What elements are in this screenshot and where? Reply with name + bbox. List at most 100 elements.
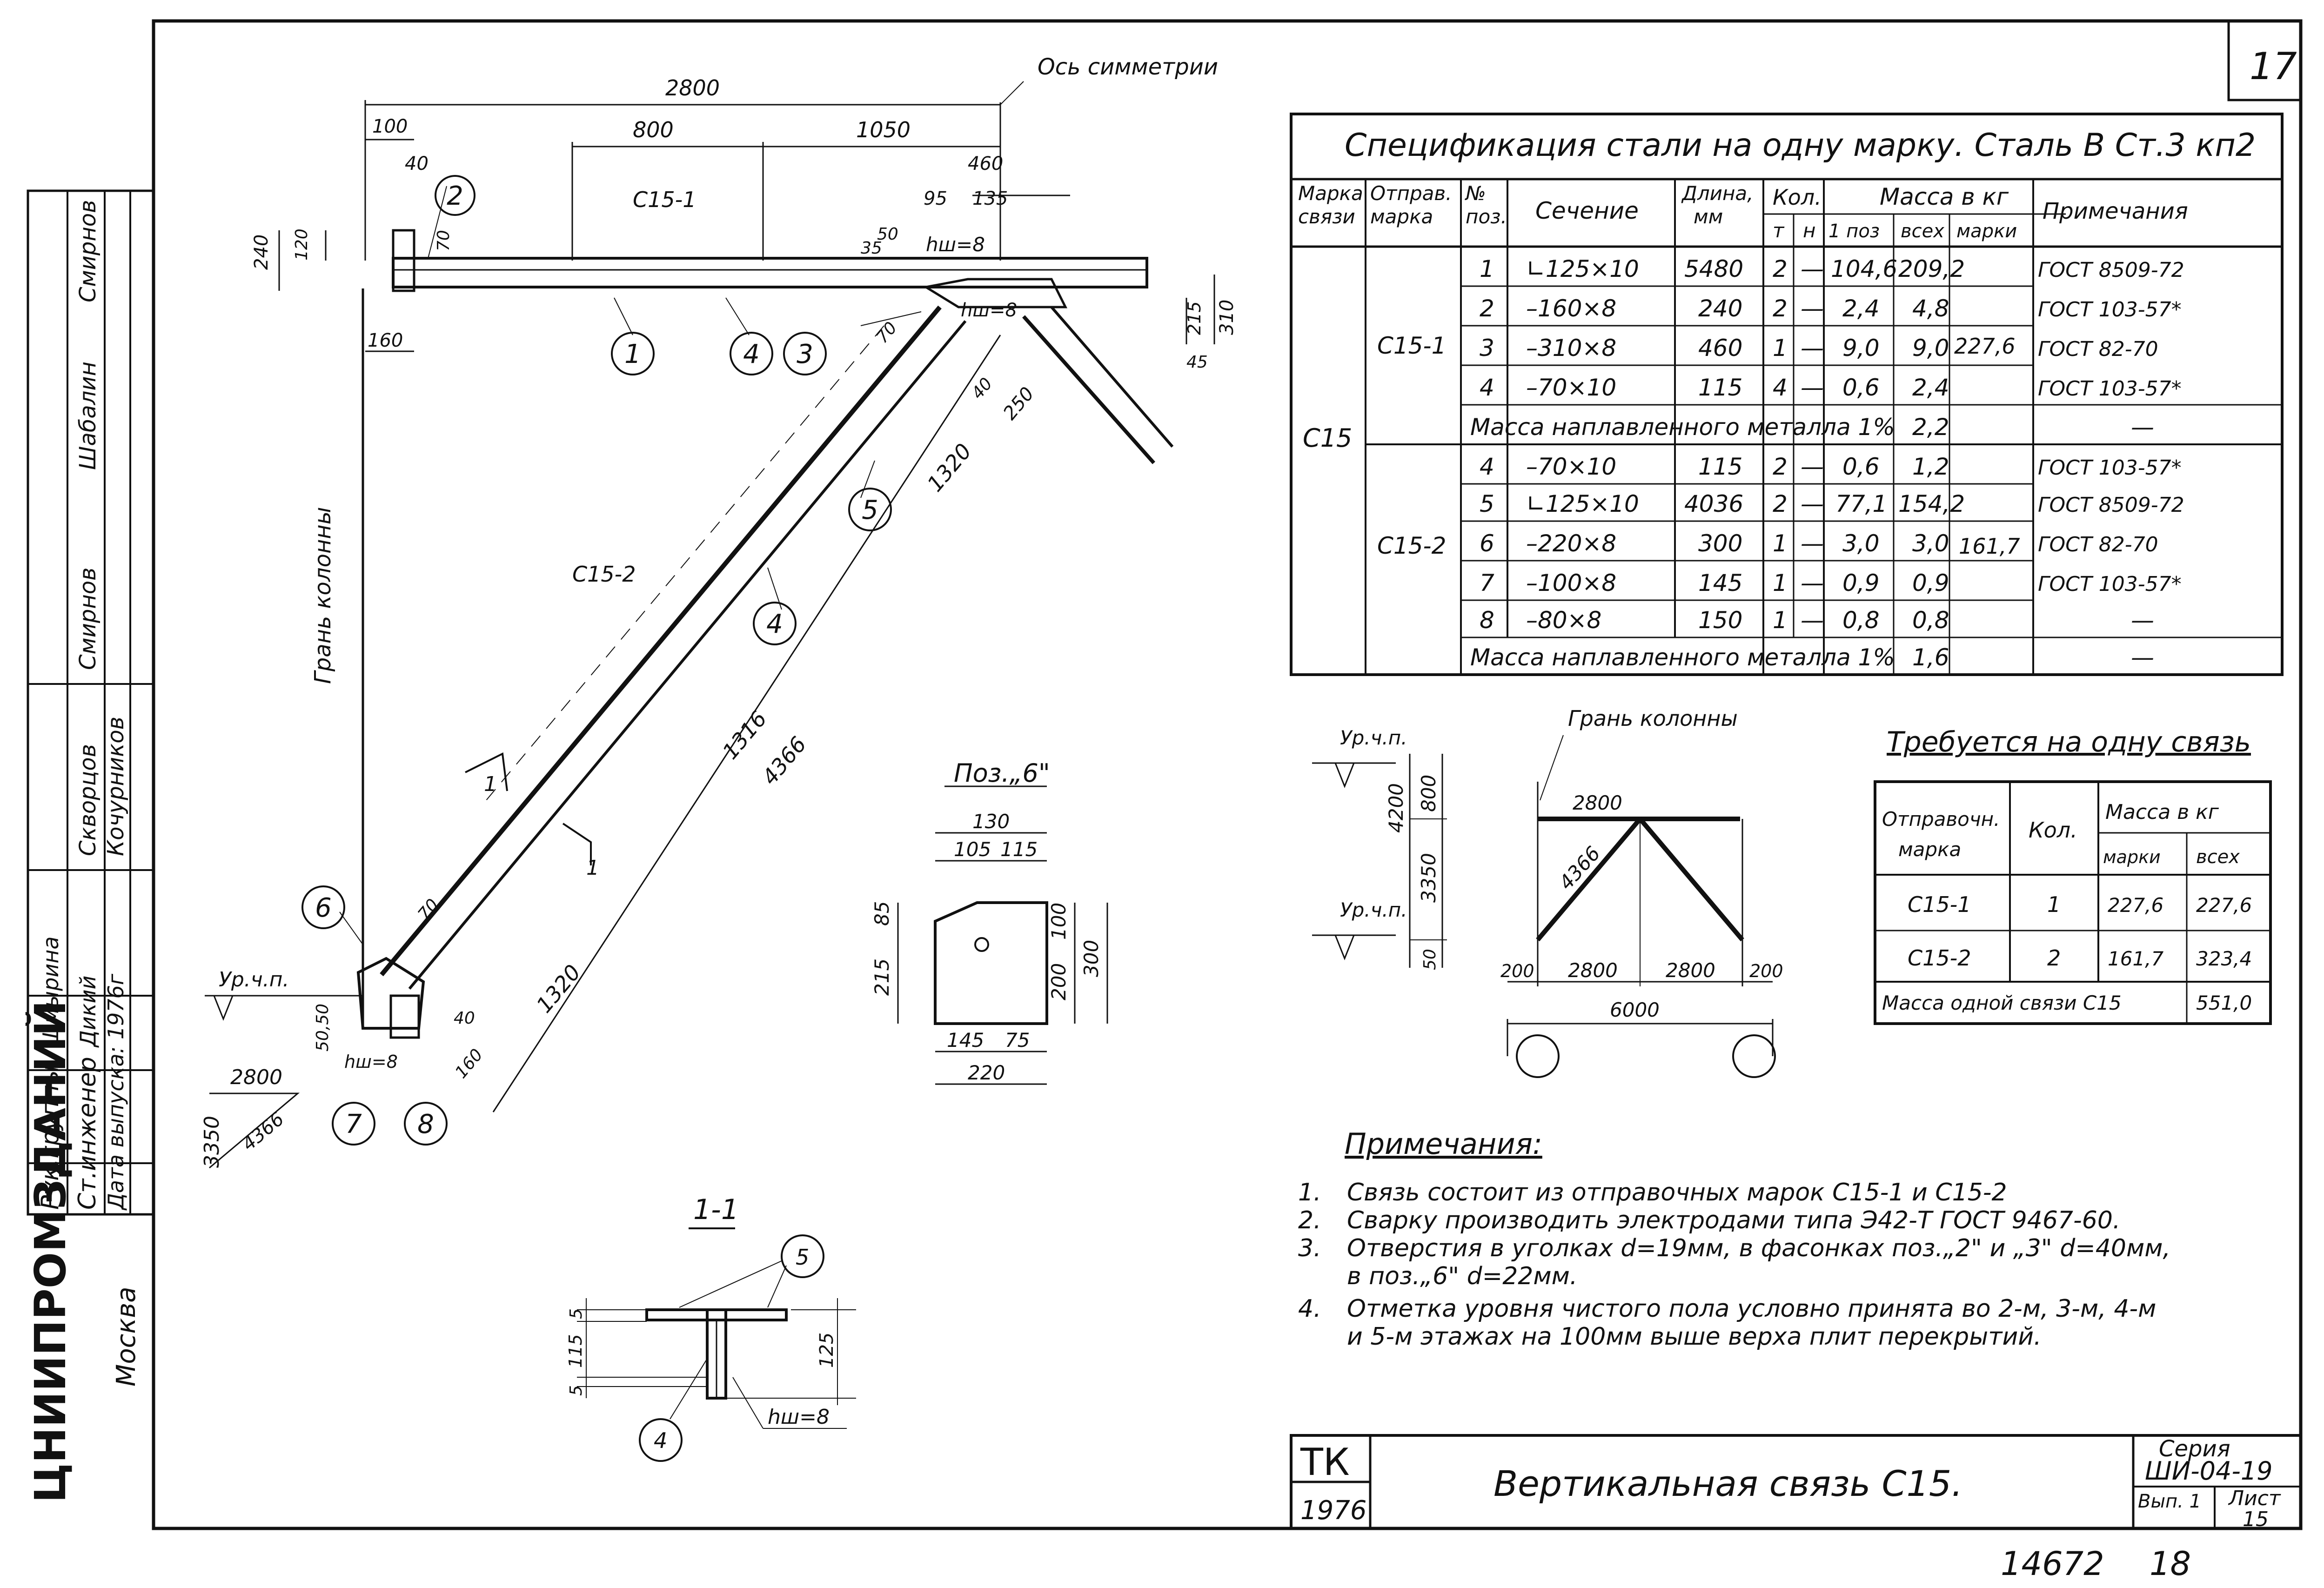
mark-c15-1: С15-1	[633, 187, 697, 212]
spec-g1-r4-m1: 0,6	[1842, 374, 1880, 401]
series-value: ШИ-04-19	[2145, 1456, 2273, 1486]
spec-h-ship-mark-2: марка	[1370, 205, 1433, 228]
spec-g2-r4-t: 1	[1773, 570, 1788, 596]
required-r1-m-all: 227,6	[2196, 894, 2252, 917]
spec-h-ship-mark: Отправ.	[1370, 182, 1452, 205]
spec-g1-r1-mall: 209,2	[1898, 255, 1965, 282]
spec-g1-r4-section: –70×10	[1526, 374, 1616, 401]
spec-g1-r3-section: –310×8	[1526, 335, 1616, 362]
spec-g1-r4-mall: 2,4	[1912, 374, 1949, 401]
section-title: 1-1	[693, 1193, 739, 1226]
main-elevation	[205, 81, 1215, 1169]
pos-3-marker: 3	[797, 339, 813, 369]
spec-g2-r3-note: ГОСТ 82-70	[2038, 533, 2158, 556]
spec-g2-r5-pos: 8	[1480, 607, 1494, 634]
spec-g1-r1-note: ГОСТ 8509-72	[2038, 258, 2184, 282]
pos6-detail	[897, 785, 1108, 1085]
spec-g2-r5-m1: 0,8	[1842, 607, 1880, 634]
pos6-d200: 200	[1047, 963, 1070, 1000]
dim-160b: 160	[451, 1045, 487, 1082]
spec-g1-mark-mass: 227,6	[1954, 334, 2016, 359]
note-3-num: 3.	[1298, 1234, 1321, 1262]
required-r2-m-mark: 161,7	[2108, 947, 2164, 970]
spec-g2-r3-m1: 3,0	[1842, 530, 1880, 557]
spec-mark-link-value: С15	[1303, 423, 1352, 453]
spec-g1-r3-note: ГОСТ 82-70	[2038, 337, 2158, 361]
stamp-r1-sign: Шмырина	[38, 936, 63, 1047]
pos6-d215: 215	[871, 958, 893, 996]
section-d125: 125	[816, 1333, 837, 1368]
column-face-label: Грань колонны	[310, 507, 336, 684]
spec-g2-r1-length: 115	[1698, 453, 1742, 480]
spec-h-qty-t: т	[1773, 219, 1785, 242]
spec-g1-r3-m1: 9,0	[1842, 335, 1880, 362]
scheme-d200b: 200	[1749, 961, 1783, 981]
issue-label: Вып. 1	[2138, 1491, 2201, 1512]
spec-g1-r1-t: 2	[1773, 255, 1788, 282]
scheme-drawing	[1312, 735, 1776, 1078]
dim-215: 215	[1184, 301, 1205, 335]
spec-g1-r3-n: —	[1801, 335, 1824, 362]
section-d5a: 5	[567, 1308, 586, 1319]
dim-1050: 1050	[856, 117, 911, 142]
tk-year: 1976	[1300, 1495, 1367, 1526]
required-h-qty: Кол.	[2029, 817, 2077, 843]
org-name: ЦНИИПРОМЗДАНИЙ	[25, 1000, 75, 1503]
spec-g2-mark-mass: 161,7	[1959, 534, 2020, 559]
spec-g2-r2-pos: 5	[1480, 490, 1494, 517]
page-number-box	[2227, 20, 2302, 101]
spec-g2-r1-n: —	[1801, 453, 1824, 480]
required-r2-qty: 2	[2047, 945, 2061, 971]
spec-g2-r3-section: –220×8	[1526, 530, 1616, 557]
spec-g1-r4-note: ГОСТ 103-57*	[2038, 377, 2182, 401]
org-city: Москва	[111, 1286, 141, 1387]
required-h-mark-1: Отправочн.	[1882, 808, 2000, 831]
mark-c15-2: С15-2	[572, 562, 636, 587]
spec-g2-r5-t: 1	[1773, 607, 1788, 634]
spec-g2-r2-n: —	[1801, 490, 1824, 517]
spec-g2-r1-t: 2	[1773, 453, 1788, 480]
stamp-col-a1: Скворцов	[75, 744, 101, 856]
spec-g1-r2-pos: 2	[1480, 295, 1494, 322]
spec-h-qty: Кол.	[1773, 185, 1822, 210]
note-1-text: Связь состоит из отправочных марок С15-1…	[1347, 1179, 2007, 1206]
dim-160: 160	[368, 330, 403, 351]
spec-g2-r2-note: ГОСТ 8509-72	[2038, 493, 2184, 517]
note-3b-text: в поз.„6" d=22мм.	[1347, 1262, 1577, 1290]
pos-1-marker: 1	[624, 339, 641, 369]
dim-800: 800	[633, 117, 674, 142]
pos-2-marker: 2	[447, 181, 463, 211]
spec-g2-r1-note: ГОСТ 103-57*	[2038, 456, 2182, 480]
required-table-grid	[1874, 780, 2272, 1025]
spec-g1-ship-mark: С15-1	[1377, 332, 1446, 359]
required-r2-m-all: 323,4	[2196, 947, 2252, 970]
cut-mark-right: 1	[586, 856, 599, 880]
scheme-d200a: 200	[1500, 961, 1534, 981]
sheet-title: Вертикальная связь С15.	[1494, 1463, 1962, 1504]
note-3-text: Отверстия в уголках d=19мм, в фасонках п…	[1347, 1234, 2170, 1262]
spec-h-mark-link: Марка	[1298, 182, 1363, 205]
spec-h-qty-n: н	[1803, 219, 1815, 242]
pos6-d115: 115	[1000, 838, 1038, 861]
dim-70: 70	[434, 230, 453, 251]
stamp-col-b: Смирнов	[75, 568, 101, 670]
stamp-r2-sign: Дикий	[75, 976, 100, 1048]
required-total-value: 551,0	[2196, 992, 2252, 1014]
spec-g1-r2-t: 2	[1773, 295, 1788, 322]
dim-70b: 70	[872, 318, 901, 347]
spec-h-mass-mark: марки	[1956, 221, 2017, 242]
scheme-d4200: 4200	[1385, 783, 1407, 833]
pos6-d75: 75	[1005, 1029, 1030, 1052]
spec-g1-r1-pos: 1	[1480, 255, 1494, 282]
spec-g2-r4-mall: 0,9	[1912, 570, 1949, 596]
scheme-d2800b: 2800	[1666, 959, 1715, 982]
spec-g2-r2-section: ∟125×10	[1526, 490, 1639, 517]
left-stamp-box	[27, 189, 155, 1216]
spec-g2-r5-mall: 0,8	[1912, 607, 1949, 634]
scheme-level2: Ур.ч.п.	[1340, 898, 1407, 921]
pos6-d130: 130	[972, 810, 1010, 833]
list-label: Лист	[2228, 1487, 2281, 1510]
spec-g2-ship-mark: С15-2	[1377, 532, 1446, 559]
pos-7-marker: 7	[345, 1109, 362, 1139]
spec-g1-r2-section: –160×8	[1526, 295, 1616, 322]
